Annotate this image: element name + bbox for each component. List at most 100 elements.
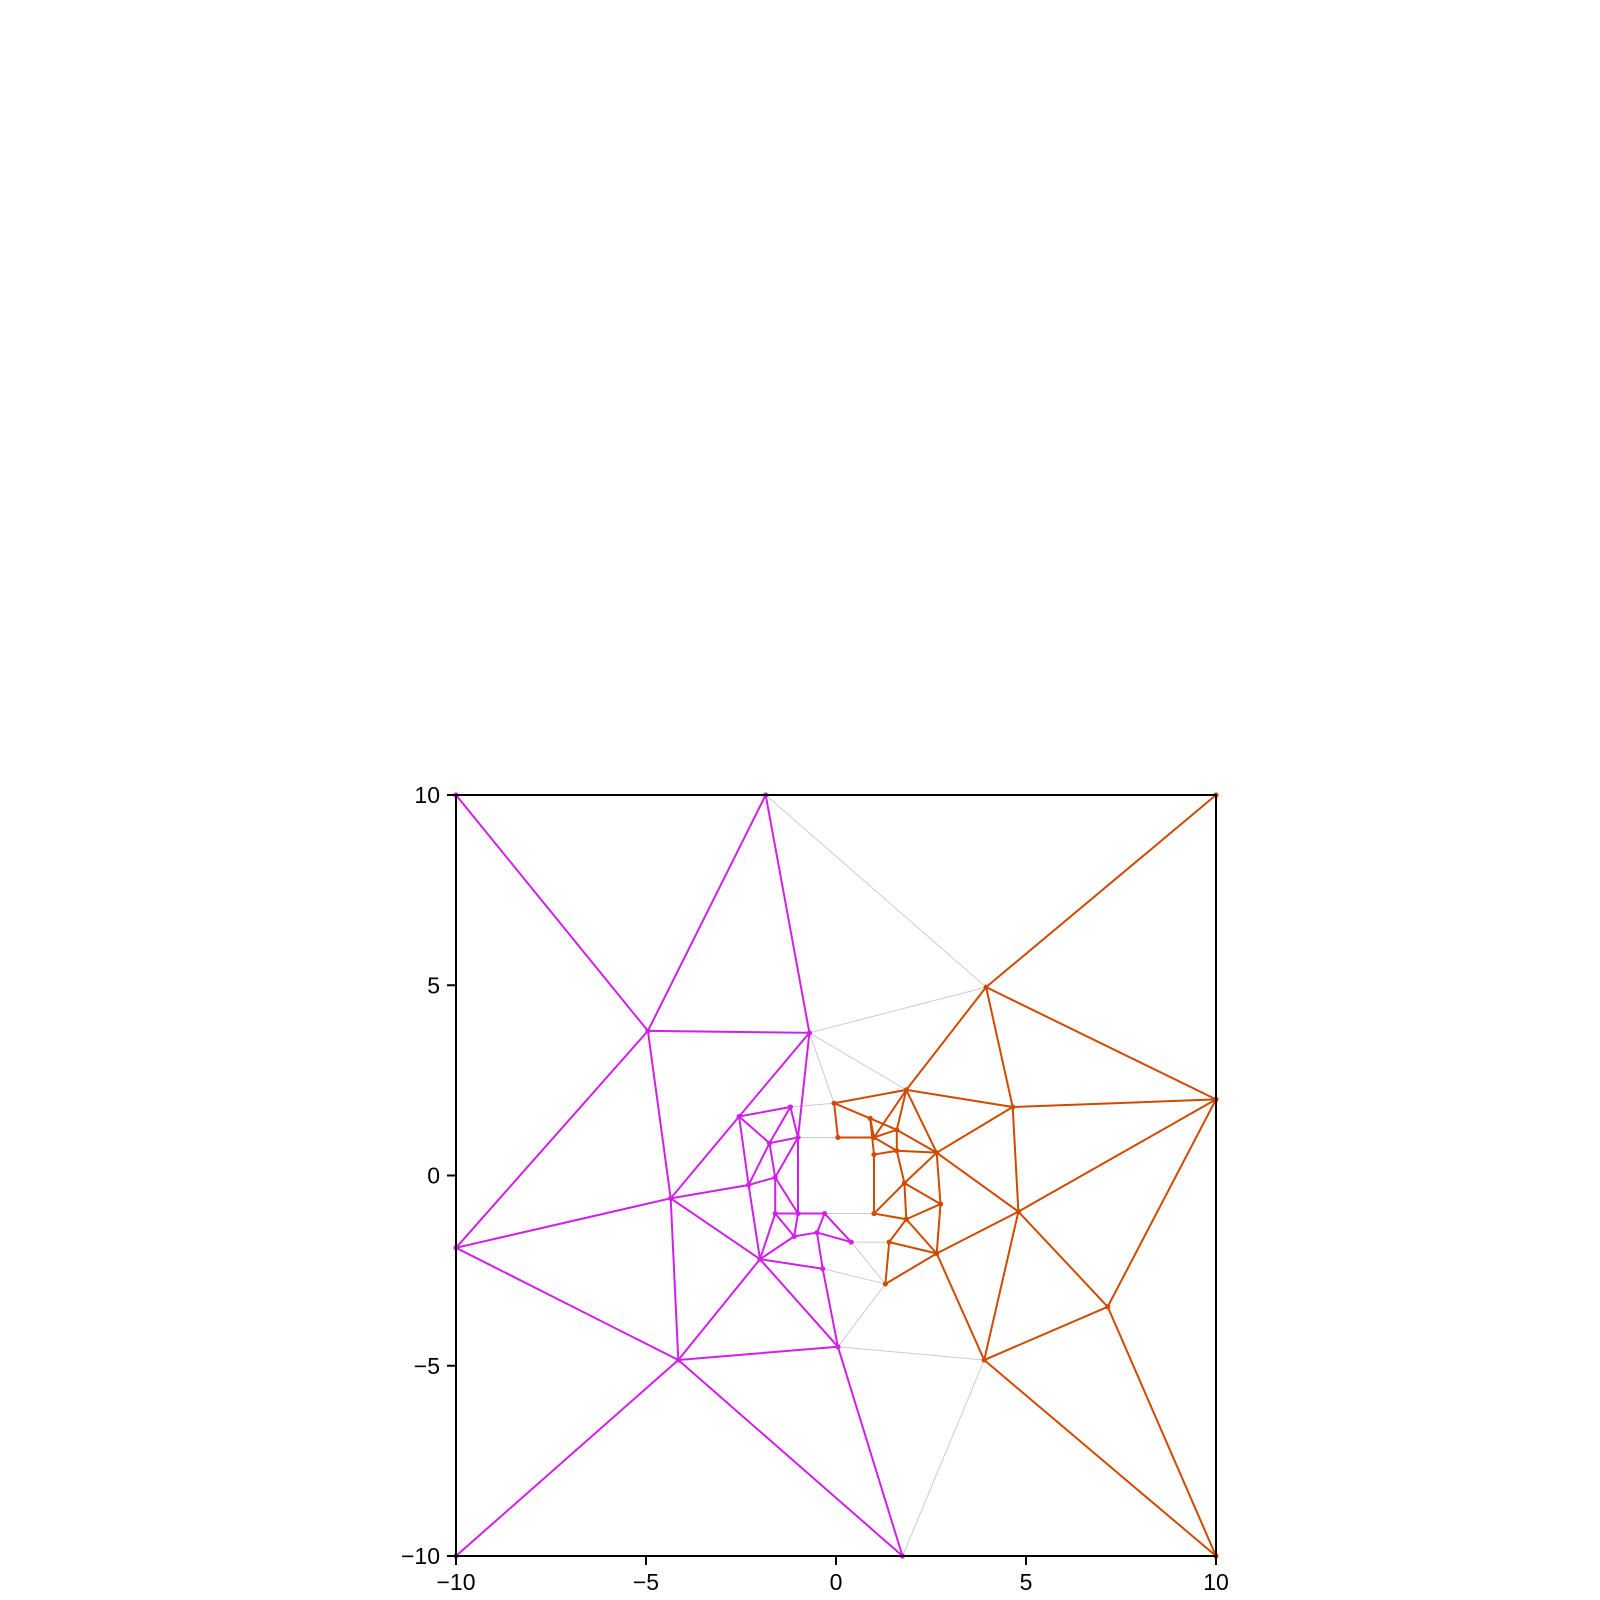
axes-frame — [455, 794, 1217, 1557]
purple-edge-P2-P3 — [646, 1029, 811, 1034]
orange-edge-O15-O22 — [983, 1210, 1020, 1362]
node-O1 — [983, 984, 989, 990]
purple-edge-P14-P16 — [816, 1212, 826, 1234]
node-P7 — [795, 1134, 801, 1141]
node-O14 — [937, 1201, 944, 1207]
gray-edges-layer — [765, 794, 987, 1557]
y-tick-label-0: −10 — [401, 1543, 440, 1569]
purple-edge-P20-BL — [455, 1359, 680, 1557]
orange-edge-O5-O7 — [869, 1117, 898, 1131]
node-P12 — [772, 1210, 778, 1217]
orange-edge-O18-O19 — [888, 1241, 938, 1255]
orange-edge-O10-O14 — [935, 1151, 942, 1206]
orange-edge-O11-O15 — [1011, 1106, 1020, 1213]
purple-edge-P5-P7 — [789, 1106, 799, 1139]
purple-edge-P4-P5 — [738, 1106, 792, 1118]
x-tick-label-2: 0 — [830, 1569, 843, 1595]
node-O11 — [1010, 1104, 1016, 1110]
orange-edge-O19-O22 — [935, 1252, 986, 1362]
purple-edge-P8-P18 — [747, 1184, 761, 1261]
purple-edge-P12-P18 — [759, 1212, 777, 1261]
orange-edge-O2-O6 — [873, 1088, 908, 1139]
purple-edge-P1-P2 — [646, 794, 767, 1032]
node-O3 — [831, 1100, 837, 1106]
y-tick-label-3: 5 — [427, 972, 440, 998]
node-O6 — [871, 1134, 877, 1141]
purple-edge-P4-P10 — [669, 1115, 741, 1200]
orange-edge-O15-O21 — [1017, 1210, 1109, 1308]
orange-edge-O14-O19 — [935, 1203, 942, 1255]
node-O7 — [894, 1127, 900, 1133]
orange-edge-O8-O9 — [873, 1149, 898, 1156]
purple-edge-P7-P9 — [774, 1136, 799, 1179]
gray-edge-P21-O20 — [837, 1283, 886, 1348]
node-O4 — [835, 1134, 841, 1141]
node-O18 — [886, 1239, 892, 1245]
purple-edge-P20-P21 — [677, 1345, 839, 1362]
orange-edge-O13-O16 — [873, 1182, 906, 1215]
orange-edge-O12-O15 — [1017, 1098, 1217, 1213]
orange-edge-O3-O4 — [833, 1102, 839, 1139]
gray-edge-P17-O20 — [850, 1241, 886, 1285]
node-O13 — [901, 1180, 908, 1186]
orange-edge-O2-O3 — [833, 1088, 908, 1105]
node-P2 — [645, 1028, 651, 1034]
gray-edge-P19-O20 — [822, 1268, 886, 1285]
purple-edge-P12-P15 — [774, 1212, 796, 1238]
purple-edge-P2-P11 — [455, 1029, 649, 1249]
orange-edge-O16-O17 — [873, 1212, 908, 1221]
orange-edge-TR-O1 — [985, 794, 1217, 989]
purple-edge-P5-P6 — [768, 1106, 792, 1145]
purple-edge-P2-P10 — [646, 1029, 672, 1200]
orange-edge-O11-O12 — [1011, 1098, 1217, 1109]
node-P3 — [806, 1030, 813, 1036]
orange-edge-O21-O22 — [983, 1305, 1109, 1362]
orange-edge-O1-O12 — [985, 986, 1217, 1101]
node-O16 — [871, 1210, 877, 1217]
orange-edge-O6-O9 — [873, 1136, 898, 1152]
orange-edge-O15-O19 — [935, 1210, 1020, 1255]
node-P21 — [835, 1344, 841, 1350]
purple-edge-P15-P18 — [759, 1235, 796, 1261]
node-O17 — [903, 1216, 909, 1222]
nodes-layer — [453, 792, 1219, 1559]
node-P9 — [772, 1174, 778, 1181]
orange-edge-O19-O20 — [884, 1252, 938, 1285]
purple-edge-P16-P19 — [816, 1231, 824, 1270]
purple-edge-P4-P8 — [738, 1115, 750, 1187]
purple-edge-P3-P4 — [738, 1031, 811, 1118]
purple-edge-P9-P13 — [774, 1176, 799, 1215]
orange-edge-O13-O14 — [903, 1182, 942, 1206]
purple-edge-P6-P8 — [747, 1142, 771, 1187]
orange-edge-O12-O21 — [1106, 1098, 1217, 1308]
orange-edge-O13-O17 — [903, 1182, 908, 1221]
gray-edge-P1-O1 — [765, 794, 987, 988]
y-tick-label-2: 0 — [427, 1163, 440, 1189]
x-tick-label-0: −10 — [436, 1569, 475, 1595]
purple-edge-P18-P21 — [759, 1258, 839, 1348]
x-tick-label-4: 10 — [1203, 1569, 1229, 1595]
node-P15 — [791, 1233, 797, 1239]
orange-edge-O9-O10 — [895, 1149, 938, 1154]
purple-edge-P1-P3 — [764, 794, 811, 1034]
purple-edge-P21-P22 — [836, 1345, 904, 1557]
node-O20 — [882, 1281, 889, 1287]
purple-edge-P8-P9 — [747, 1176, 777, 1187]
orange-edge-O2-O7 — [895, 1088, 908, 1131]
orange-edge-O22-BR — [983, 1359, 1217, 1557]
orange-edge-O1-O11 — [985, 986, 1014, 1109]
y-tick-label-1: −5 — [414, 1353, 440, 1379]
node-O21 — [1105, 1304, 1111, 1310]
node-P5 — [787, 1104, 794, 1110]
orange-edge-O7-O10 — [895, 1128, 938, 1154]
purple-edge-P11-P20 — [455, 1246, 680, 1362]
gray-edge-P21-O22 — [837, 1346, 985, 1361]
orange-edge-O14-O17 — [905, 1203, 942, 1221]
orange-edge-O17-O19 — [905, 1218, 938, 1255]
orange-edge-O17-O18 — [888, 1218, 908, 1244]
node-P19 — [820, 1266, 826, 1272]
node-P18 — [757, 1256, 763, 1262]
orange-edges-layer — [833, 794, 1217, 1557]
orange-edge-O1-O2 — [905, 986, 988, 1091]
